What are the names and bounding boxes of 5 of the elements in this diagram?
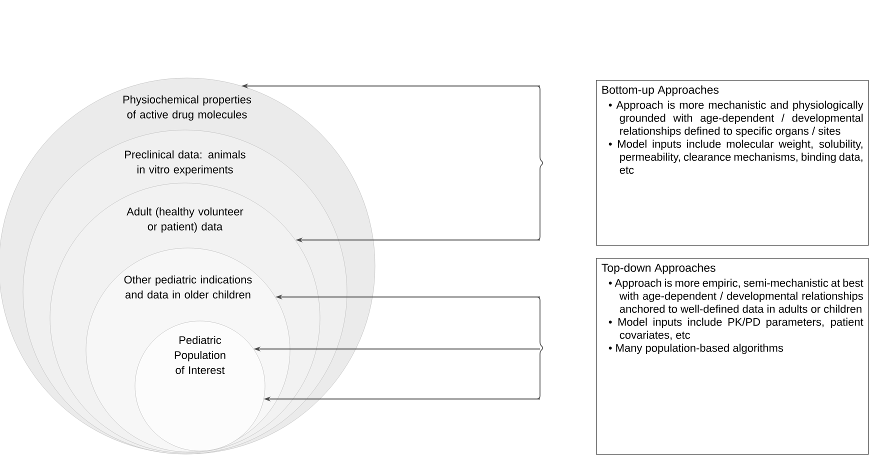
circle-layer: Pediatric Population of Interest	[134, 320, 266, 452]
node-label: Pediatric Population of Interest	[174, 336, 226, 374]
node-label: Preclinical data: animals in vitro experiments	[125, 150, 246, 176]
approach-box: Top-down Approaches • Approach is more empiric, semi-mechanistic at best with age-dependent / developmental relationships anchored to well-defined data in adults or children • Model inputs include PK/PD parameters, patient covariates, etc • Many population-based algorithms	[596, 258, 869, 455]
approach-box: Bottom-up Approaches • Approach is more mechanistic and physiologically grounded with age-dependent / developmental relationships defined to specific organs / sites • Model inputs include molecular weight, solubility, permeability, clearance mechanisms, binding data, etc	[596, 80, 869, 246]
